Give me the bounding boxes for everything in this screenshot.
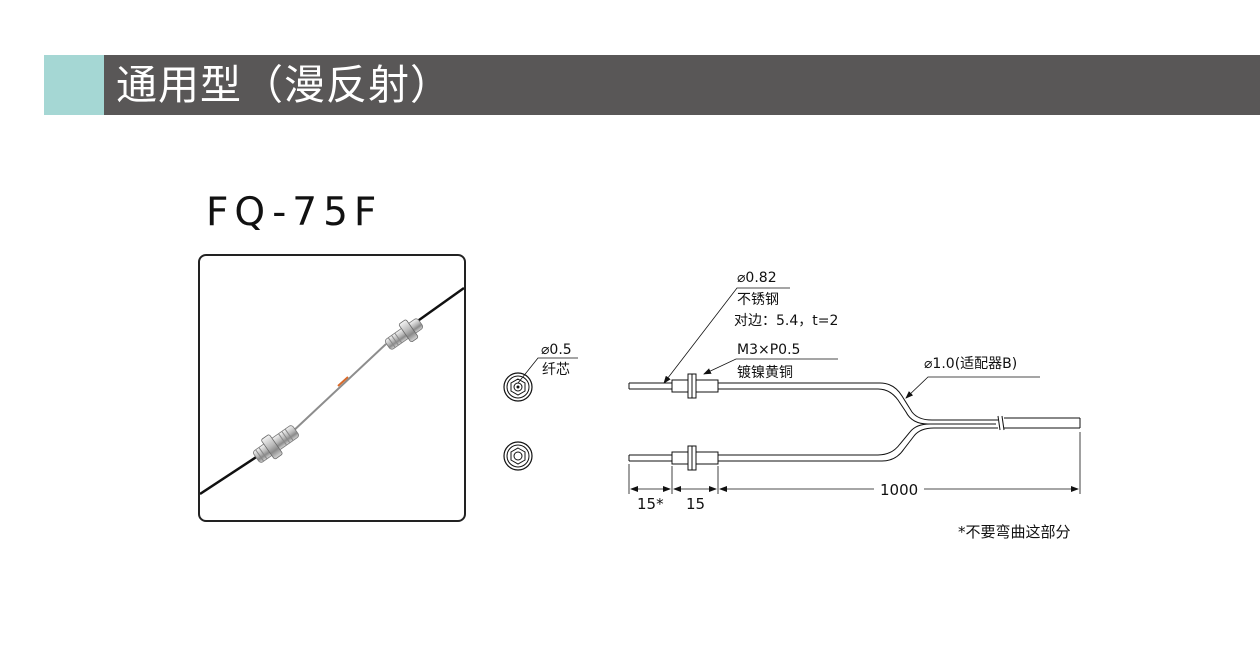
tube-dia-label: ⌀0.82	[737, 270, 777, 286]
model-name: FQ-75F	[206, 190, 383, 235]
thread-material-label: 镀镍黄铜	[737, 364, 793, 381]
tube-material-label: 不锈钢	[737, 292, 779, 308]
footnote: *不要弯曲这部分	[958, 523, 1071, 541]
page-title: 通用型（漫反射）	[116, 61, 452, 109]
dim-thread-label: 15	[686, 495, 705, 513]
header-bar	[104, 55, 1260, 115]
tube-leader-line	[663, 287, 790, 384]
product-photo-illustration	[200, 286, 464, 496]
nut-spec-label: 对边：5.4，t=2	[734, 313, 838, 329]
lower-sensor-head	[253, 425, 299, 463]
combined-cable	[997, 415, 1081, 431]
dimension-extension-lines	[628, 432, 1081, 494]
fiber-core-label: 纤芯	[542, 362, 570, 378]
fiber-core-dia-label: ⌀0.5	[541, 342, 572, 358]
cable-leader-line	[905, 376, 1040, 399]
product-photo	[198, 254, 466, 522]
fiber-core-leader-line	[517, 357, 578, 384]
dim-tip-label: 15*	[637, 495, 664, 513]
thread-leader-line	[703, 358, 838, 375]
top-fiber	[628, 373, 998, 425]
end-view-top	[503, 372, 533, 402]
upper-sensor-head	[384, 318, 424, 350]
bottom-fiber	[628, 423, 998, 471]
thread-spec-label: M3×P0.5	[737, 342, 800, 358]
dim-length-label: 1000	[880, 481, 918, 499]
end-view-bottom	[503, 441, 533, 471]
cable-spec-label: ⌀1.0(适配器B)	[924, 356, 1017, 372]
header-accent-block	[44, 55, 104, 115]
